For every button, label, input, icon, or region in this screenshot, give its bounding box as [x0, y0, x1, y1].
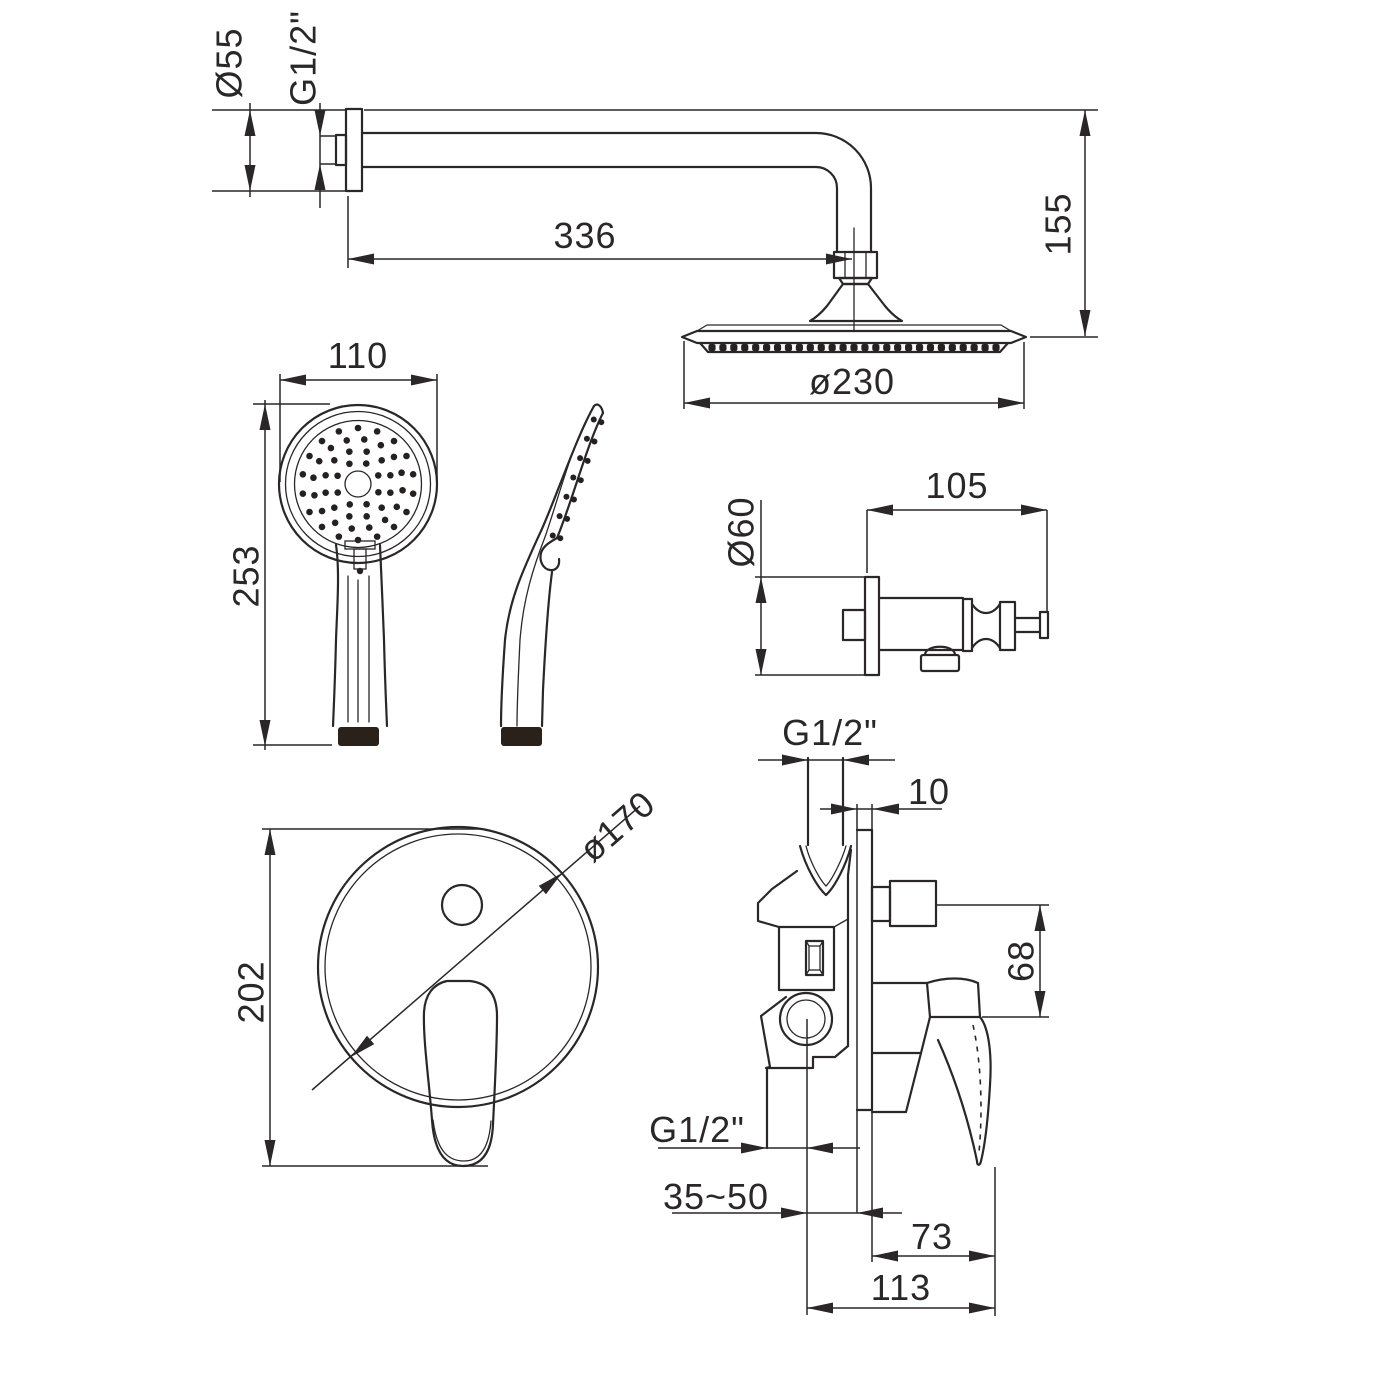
head-disc [680, 329, 1028, 345]
handshower-side-tip [501, 727, 542, 746]
valve-funnel-outer [798, 844, 853, 897]
holder-flange-left [961, 597, 974, 653]
handshower-head-outer [277, 403, 439, 565]
wall-outlet-view: Ø60 105 [721, 465, 1050, 677]
holder-spool [970, 602, 1002, 650]
dim-label-plate-thickness: 10 [908, 771, 950, 812]
head-nozzle-band [698, 341, 1010, 354]
handshower-handle-right [378, 543, 389, 728]
diverter-button [440, 883, 484, 927]
handshower-hang-hook [539, 536, 561, 572]
valve-escutcheon [870, 981, 932, 1114]
handshower-spray-nozzles [299, 424, 417, 544]
arm-nut [832, 250, 879, 280]
hose-nub-dome [923, 645, 957, 657]
holder-pin-cap [1038, 610, 1050, 640]
dim-label-valve-top-thread: G1/2" [782, 712, 878, 753]
dim-label-plate-diameter: ø170 [571, 782, 663, 869]
head-cone [808, 282, 904, 323]
handshower-side-nozzles [549, 416, 605, 542]
arm-tube-inner [360, 165, 839, 254]
valve-lower-body [759, 995, 850, 1070]
arm-thread-stub [334, 133, 348, 167]
handshower-side-face [555, 411, 605, 540]
valve-window-inner [808, 945, 821, 971]
dim-label-handshower-length: 253 [226, 544, 267, 607]
dim-label-plate-height: 202 [231, 960, 272, 1023]
valve-cartridge-box [777, 925, 836, 992]
trim-plate-view: 202 ø170 [231, 782, 663, 1168]
valve-wall-plate [855, 828, 874, 1112]
valve-window-outer [804, 939, 825, 977]
dim-label-outlet-spacing: 68 [1001, 940, 1042, 982]
valve-inlet-circle [778, 991, 834, 1047]
outlet-thread-stub [841, 608, 867, 642]
handshower-center-ring [344, 470, 372, 498]
dim-label-outlet-depth: 105 [925, 465, 988, 506]
handshower-handle-left [331, 543, 340, 728]
dim-label-total-width: 113 [871, 1267, 931, 1308]
dim-label-arm-thread: G1/2" [283, 10, 324, 106]
hand-shower-side-view [499, 403, 605, 746]
handshower-side-top [592, 403, 605, 415]
trim-plate-outer [316, 825, 600, 1109]
valve-handle-inner-curve [972, 1024, 982, 1153]
holder-pin [1013, 616, 1042, 634]
valve-body-shoulders [756, 848, 853, 1048]
hand-shower-front-view: 110 253 [226, 335, 439, 750]
valve-handle-base [925, 977, 982, 1019]
mixer-valve-view: G1/2" 10 68 G1/2" 35~50 73 113 [649, 712, 1049, 1316]
dim-label-head-diameter: ø230 [809, 361, 895, 402]
valve-top-pipe [806, 756, 845, 847]
dim-label-handshower-width: 110 [328, 335, 388, 376]
dim-label-outlet-diameter: Ø60 [721, 496, 762, 567]
handshower-side-back [499, 404, 596, 728]
outlet-wall-plate [863, 575, 881, 677]
dimension-arrowheads [244, 110, 1091, 1314]
dim-label-depth-range: 35~50 [663, 1176, 769, 1217]
handshower-inlet-tip [338, 727, 379, 746]
valve-outlet-neck [870, 885, 892, 923]
mixer-handle-front [422, 979, 499, 1168]
dim-label-handle-offset: 73 [911, 1216, 953, 1257]
hose-nub-base [919, 653, 961, 673]
dim-label-flange-diameter: Ø55 [209, 27, 250, 98]
dim-label-arm-length: 336 [553, 215, 616, 256]
valve-outlet-block [888, 879, 938, 928]
dim-label-drop-height: 155 [1038, 192, 1079, 255]
dim-label-valve-bottom-thread: G1/2" [649, 1109, 745, 1150]
arm-wall-flange [344, 107, 364, 193]
handshower-side-front [540, 570, 554, 728]
head-nozzles [708, 344, 1000, 352]
holder-flange-right [998, 600, 1017, 652]
shower-arm-view: Ø55 G1/2" 336 155 ø230 [209, 10, 1098, 409]
valve-handle-lever [936, 1015, 992, 1166]
arm-tube-outer [360, 131, 873, 254]
outlet-barrel [877, 596, 965, 652]
